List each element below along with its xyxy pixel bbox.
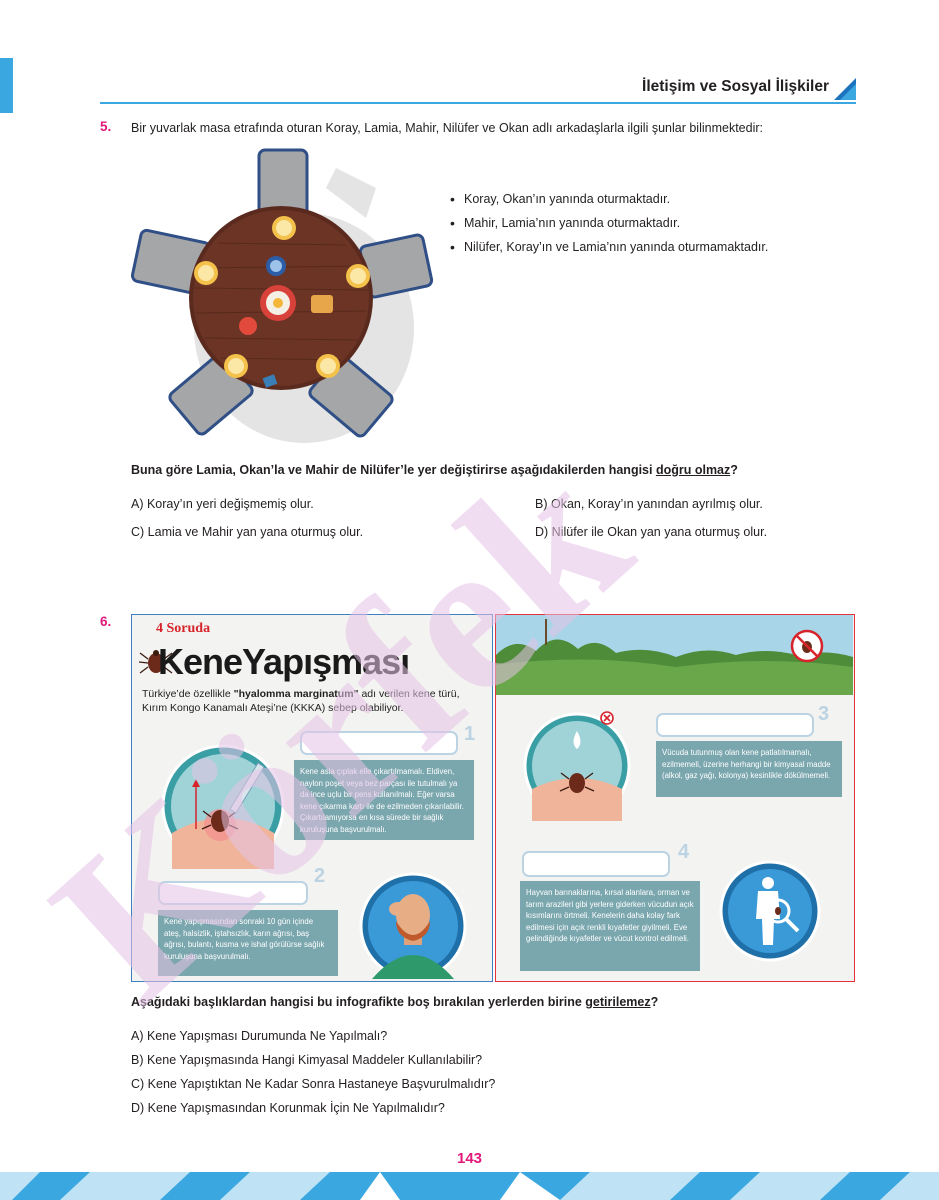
body-check-illustration [719, 860, 821, 962]
prompt-text: Buna göre Lamia, Okan’la ve Mahir de Nil… [131, 463, 656, 477]
landscape-illustration [496, 615, 853, 695]
question-prompt: Buna göre Lamia, Okan’la ve Mahir de Nil… [131, 462, 851, 478]
fact-item: Nilüfer, Koray’ın ve Lamia’nın yanında o… [450, 239, 830, 255]
blank-heading-4 [522, 851, 670, 877]
intro-end: adı verilen kene türü, Kırım Kongo Kanam… [142, 688, 460, 714]
facts-list: Koray, Okan’ın yanında oturmaktadır. Mah… [450, 191, 830, 264]
infographic-badge: 4 Soruda [156, 621, 211, 636]
header-triangle-icon [834, 78, 856, 100]
option-b[interactable]: B) Okan, Koray’ın yanından ayrılmış olur… [535, 497, 763, 511]
option-d[interactable]: D) Kene Yapışmasından Korunmak İçin Ne Y… [131, 1101, 445, 1115]
option-a[interactable]: A) Koray’ın yeri değişmemiş olur. [131, 497, 314, 511]
prompt-underlined: doğru olmaz [655, 463, 731, 477]
option-a[interactable]: A) Kene Yapışması Durumunda Ne Yapılmalı… [131, 1029, 388, 1043]
box-number-3: 3 [818, 703, 830, 725]
round-table-illustration [130, 148, 434, 443]
prompt-text: Aşağıdaki başlıklardan hangisi bu infogr… [131, 995, 586, 1009]
box-number-2: 2 [314, 865, 326, 887]
chemical-drop-illustration [523, 712, 631, 821]
footer-band [0, 1172, 939, 1200]
page-number: 143 [456, 1150, 483, 1167]
fact-item: Koray, Okan’ın yanında oturmaktadır. [450, 191, 830, 207]
infographic-left-panel: 4 Soruda KeneYapışması Türkiye’de özelli… [131, 614, 493, 982]
option-c[interactable]: C) Kene Yapıştıktan Ne Kadar Sonra Hasta… [131, 1077, 496, 1091]
sick-man-illustration [359, 872, 467, 979]
no-tick-icon [790, 629, 824, 663]
option-d[interactable]: D) Nilüfer ile Okan yan yana oturmuş olu… [535, 525, 768, 539]
intro-bold: "hyalomma marginatum" [233, 688, 359, 700]
header-rule [100, 102, 856, 104]
info-box-4: Hayvan barınaklarına, kırsal alanlara, o… [520, 881, 700, 971]
question-prompt: Aşağıdaki başlıklardan hangisi bu infogr… [131, 994, 851, 1010]
fact-item: Mahir, Lamia’nın yanında oturmaktadır. [450, 215, 830, 231]
info-box-1: Kene asla çıplak elle çıkartılmamalı. El… [294, 760, 474, 840]
intro-text: Türkiye’de özellikle [142, 688, 234, 700]
cross-icon [600, 711, 614, 725]
tick-removal-illustration [161, 744, 285, 869]
infographic-right-panel: 3 Vücuda tutunmuş olan kene patlatılmama… [495, 614, 855, 982]
side-tab [0, 58, 13, 113]
chapter-title: İletişim ve Sosyal İlişkiler [642, 78, 829, 95]
prompt-end: ? [730, 463, 738, 477]
infographic-title: KeneYapışması [158, 641, 410, 682]
blank-heading-3 [656, 713, 814, 737]
blank-heading-1 [300, 731, 458, 755]
option-c[interactable]: C) Lamia ve Mahir yan yana oturmuş olur. [131, 525, 364, 539]
info-box-2: Kene yapışmasından sonraki 10 gün içinde… [158, 910, 338, 976]
blank-heading-2 [158, 881, 308, 905]
prompt-underlined: getirilemez [585, 995, 651, 1009]
question-stem: Bir yuvarlak masa etrafında oturan Koray… [131, 121, 763, 135]
box-number-1: 1 [464, 723, 476, 745]
question-number: 5. [100, 119, 112, 134]
info-box-3: Vücuda tutunmuş olan kene patlatılmamalı… [656, 741, 842, 797]
prompt-end: ? [650, 995, 659, 1009]
box-number-4: 4 [678, 841, 690, 863]
infographic-intro: Türkiye’de özellikle "hyalomma marginatu… [142, 687, 482, 715]
question-number: 6. [100, 614, 112, 629]
tick-icon [138, 650, 174, 674]
option-b[interactable]: B) Kene Yapışmasında Hangi Kimyasal Madd… [131, 1053, 483, 1067]
